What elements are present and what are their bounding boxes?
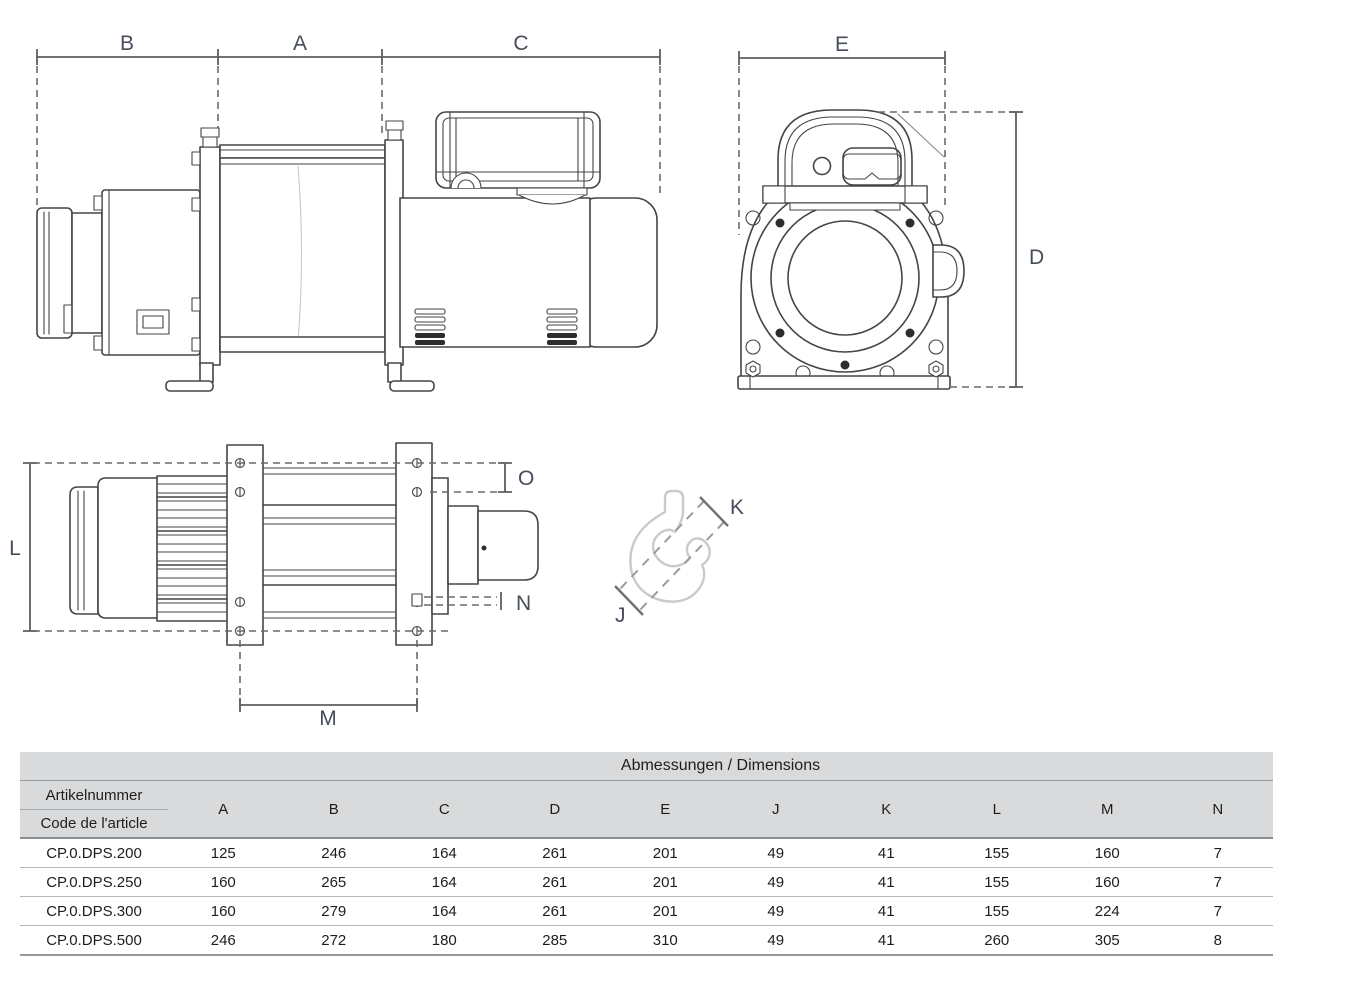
dimension-value-cell: 201 xyxy=(610,867,721,897)
dimension-value-cell: 41 xyxy=(831,896,942,926)
dimension-value-cell: 285 xyxy=(499,925,610,956)
dim-column-header: B xyxy=(278,780,389,839)
table-corner-cell xyxy=(20,752,168,781)
dimension-value-cell: 261 xyxy=(499,838,610,868)
dimension-value-cell: 164 xyxy=(389,838,500,868)
dim-label-l: L xyxy=(9,537,21,560)
dimension-value-cell: 41 xyxy=(831,867,942,897)
dim-label-b: B xyxy=(120,32,134,55)
dimension-value-cell: 155 xyxy=(941,896,1052,926)
dimension-value-cell: 155 xyxy=(941,838,1052,868)
dimension-value-cell: 125 xyxy=(168,838,279,868)
dim-column-header: N xyxy=(1162,780,1273,839)
dimension-value-cell: 160 xyxy=(168,896,279,926)
article-header-line1: Artikelnummer xyxy=(45,786,143,804)
dimension-value-cell: 7 xyxy=(1162,867,1273,897)
dim-column-header: K xyxy=(831,780,942,839)
dim-label-k: K xyxy=(730,496,744,519)
dimension-value-cell: 41 xyxy=(831,838,942,868)
dimension-value-cell: 246 xyxy=(168,925,279,956)
article-header-line2: Code de l'article xyxy=(20,808,168,837)
dim-column-header: D xyxy=(499,780,610,839)
dim-column-header: E xyxy=(610,780,721,839)
dim-column-header: L xyxy=(941,780,1052,839)
dim-label-d: D xyxy=(1029,246,1044,269)
flange-bolts xyxy=(745,210,944,378)
dimension-value-cell: 180 xyxy=(389,925,500,956)
dimension-value-cell: 310 xyxy=(610,925,721,956)
article-header: Artikelnummer Code de l'article xyxy=(20,780,168,839)
dim-label-o: O xyxy=(518,467,534,490)
dimension-value-cell: 160 xyxy=(1052,838,1163,868)
dimension-value-cell: 160 xyxy=(168,867,279,897)
dimension-value-cell: 305 xyxy=(1052,925,1163,956)
top-view-drawing: L O N M xyxy=(9,442,539,730)
dimension-value-cell: 49 xyxy=(720,925,831,956)
dimension-value-cell: 164 xyxy=(389,867,500,897)
dimension-value-cell: 164 xyxy=(389,896,500,926)
dim-column-header: M xyxy=(1052,780,1163,839)
side-view-drawing: B A C xyxy=(36,32,661,392)
dimension-value-cell: 7 xyxy=(1162,838,1273,868)
dimension-value-cell: 261 xyxy=(499,896,610,926)
dimension-value-cell: 261 xyxy=(499,867,610,897)
dim-label-c: C xyxy=(513,32,528,55)
hook-outline xyxy=(629,489,711,603)
front-view-drawing: E D xyxy=(737,33,1044,390)
article-code-cell: CP.0.DPS.300 xyxy=(20,896,168,926)
dim-label-n: N xyxy=(516,592,531,615)
dimension-value-cell: 201 xyxy=(610,896,721,926)
dim-column-header: C xyxy=(389,780,500,839)
hook-drawing: K J xyxy=(614,489,744,627)
dimension-value-cell: 8 xyxy=(1162,925,1273,956)
dim-label-m: M xyxy=(319,707,337,730)
dimension-value-cell: 265 xyxy=(278,867,389,897)
dim-column-header: A xyxy=(168,780,279,839)
dimension-value-cell: 155 xyxy=(941,867,1052,897)
control-box xyxy=(435,111,601,205)
dimension-value-cell: 201 xyxy=(610,838,721,868)
technical-drawings: B A C xyxy=(9,32,1044,730)
dimension-value-cell: 260 xyxy=(941,925,1052,956)
dim-column-header: J xyxy=(720,780,831,839)
dimension-value-cell: 41 xyxy=(831,925,942,956)
side-handle xyxy=(932,244,965,298)
dimensions-table-zone: Abmessungen / Dimensions Artikelnummer C… xyxy=(20,752,1273,956)
dimension-value-cell: 49 xyxy=(720,867,831,897)
dimension-value-cell: 272 xyxy=(278,925,389,956)
dim-label-j: J xyxy=(615,604,626,627)
dimension-value-cell: 279 xyxy=(278,896,389,926)
dimension-value-cell: 7 xyxy=(1162,896,1273,926)
dim-label-a: A xyxy=(293,32,307,55)
vent-slots xyxy=(414,308,578,345)
dimension-value-cell: 160 xyxy=(1052,867,1163,897)
article-code-cell: CP.0.DPS.250 xyxy=(20,867,168,897)
dimension-value-cell: 49 xyxy=(720,896,831,926)
table-title: Abmessungen / Dimensions xyxy=(168,752,1273,781)
table-title-row: Abmessungen / Dimensions xyxy=(20,752,1273,781)
article-code-cell: CP.0.DPS.500 xyxy=(20,925,168,956)
top-handle-bracket xyxy=(762,109,928,211)
article-code-cell: CP.0.DPS.200 xyxy=(20,838,168,868)
dimension-value-cell: 246 xyxy=(278,838,389,868)
dim-label-e: E xyxy=(835,33,849,56)
dimensions-table: Abmessungen / Dimensions Artikelnummer C… xyxy=(20,752,1273,956)
dimension-value-cell: 224 xyxy=(1052,896,1163,926)
dimension-value-cell: 49 xyxy=(720,838,831,868)
